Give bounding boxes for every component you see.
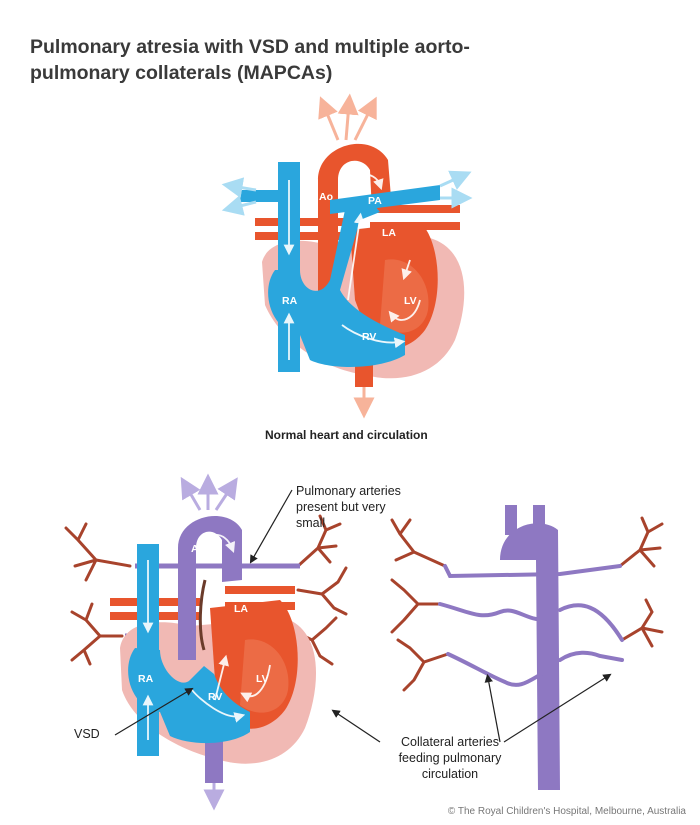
diagram-title: Pulmonary atresia with VSD and multiple … (30, 36, 470, 84)
caption-collateral-arteries: Collateral arteries feeding pulmonary ci… (398, 735, 502, 781)
label-la-pa: LA (234, 603, 248, 615)
collateral-tree-right (290, 514, 348, 666)
caption-vsd: VSD (74, 727, 100, 741)
label-ra-pa: RA (138, 673, 154, 685)
label-la-normal: LA (382, 227, 396, 239)
copyright-notice: © The Royal Children's Hospital, Melbour… (447, 806, 686, 817)
label-ao-normal: Ao (319, 191, 333, 203)
label-lv-normal: LV (404, 295, 417, 307)
label-pa-normal: PA (368, 195, 382, 207)
mapca-aorta (390, 505, 664, 790)
normal-heart: Ao PA LA LV RA RV (221, 93, 473, 419)
label-rv-pa: RV (208, 691, 222, 703)
label-ao-pa: Ao (191, 543, 205, 555)
caption-pulmonary-arteries-small: Pulmonary arteries present but very smal… (296, 484, 401, 530)
label-pa-pa: PA (209, 577, 223, 589)
caption-normal-heart: Normal heart and circulation (265, 428, 428, 442)
annotation-pointers (114, 489, 612, 743)
collateral-tree-left (64, 522, 132, 666)
pa-vsd-heart: Ao PA LA LV RA RV (64, 473, 348, 811)
label-lv-pa: LV (256, 673, 269, 685)
label-rv-normal: RV (362, 331, 376, 343)
label-ra-normal: RA (282, 295, 298, 307)
